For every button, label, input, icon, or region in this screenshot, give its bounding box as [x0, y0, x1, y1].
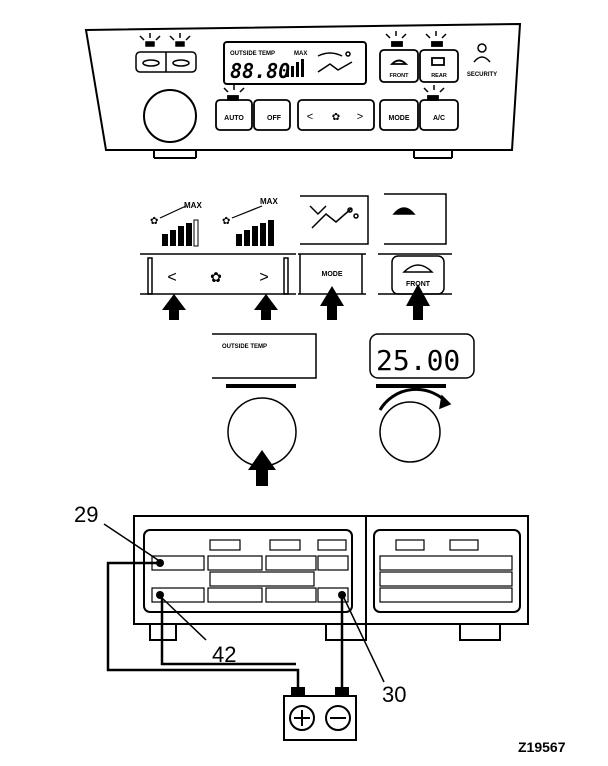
battery-plus-icon: [289, 705, 315, 731]
outside-temp-detail: [212, 333, 317, 467]
fan-level-bars: [286, 59, 304, 77]
off-button-label: OFF: [267, 115, 282, 122]
mode-icon: [309, 205, 353, 229]
fan-level-bars-left: [162, 219, 199, 247]
security-icon: [473, 43, 491, 63]
pin-29-terminal: [156, 559, 164, 567]
arrow-up-icon: [320, 286, 344, 320]
defroster-buttons: [379, 41, 459, 83]
pin-29-label: 29: [74, 502, 98, 527]
outside-temp-value: 88.80: [230, 59, 290, 83]
battery: [283, 687, 357, 741]
fan-left-arrow: <: [307, 111, 313, 123]
mode-detail-box: [300, 195, 369, 245]
indicator-rays: [139, 31, 447, 93]
fan-icon: ✿: [210, 269, 222, 285]
max-label-right: MAX: [260, 197, 278, 206]
fan-level-bars-right: [236, 220, 274, 246]
mode-button-label: MODE: [389, 115, 410, 122]
front-detail-label: FRONT: [406, 281, 431, 288]
detail-right-arrow: >: [259, 269, 268, 286]
fan-icon: ✿: [150, 216, 158, 227]
pin-30-terminal: [338, 591, 346, 599]
fan-speed-detail: [140, 253, 296, 295]
ac-button[interactable]: [419, 99, 459, 131]
temp-display: 25.00: [376, 344, 460, 377]
max-label-left: MAX: [184, 201, 202, 210]
arrow-up-icon: [406, 284, 430, 320]
fan-speed-button[interactable]: [297, 99, 375, 131]
battery-minus-icon: [325, 705, 351, 731]
arrow-up-icon: [162, 294, 186, 320]
arrow-up-icon: [254, 294, 278, 320]
security-label: SECURITY: [467, 72, 497, 78]
mode-detail-label: MODE: [322, 271, 343, 278]
temp-knob-detail-right[interactable]: [379, 401, 441, 463]
defroster-icon: [389, 59, 409, 65]
climate-control-panel: [84, 22, 522, 159]
control-buttons: [215, 95, 459, 131]
leader-lines: [103, 523, 385, 683]
detail-left-arrow: <: [167, 269, 176, 286]
rear-defogger-button[interactable]: [419, 49, 459, 83]
seat-buttons[interactable]: [135, 41, 197, 73]
mode-button[interactable]: [379, 99, 419, 131]
test-wires: [106, 561, 344, 690]
mode-icon: [317, 51, 353, 73]
connector-body: [133, 515, 529, 641]
front-button-label: FRONT: [390, 73, 410, 79]
figure-id: Z19567: [518, 739, 566, 755]
fan-level-detail-right: ✿ MAX: [222, 197, 278, 246]
connector-pins: [156, 559, 346, 599]
fan-right-arrow: >: [357, 111, 363, 123]
connector-cavities: [151, 539, 513, 603]
panel-max-label: MAX: [294, 51, 307, 57]
temp-knob-left[interactable]: [143, 89, 197, 143]
fan-icon: ✿: [222, 216, 230, 227]
pointer-arrows: [162, 284, 430, 486]
off-button[interactable]: [253, 99, 291, 131]
auto-button-label: AUTO: [224, 115, 244, 122]
pin-42-terminal: [156, 591, 164, 599]
arrow-up-icon: [248, 450, 276, 486]
fan-level-detail-left: ✿ MAX: [150, 201, 202, 247]
pin-30-label: 30: [382, 682, 406, 707]
fan-icon: ✿: [332, 112, 340, 123]
outside-temp-detail-label: OUTSIDE TEMP: [222, 344, 267, 350]
defroster-icon: [402, 264, 434, 273]
mode-button-detail: [298, 253, 366, 295]
lcd-display: OUTSIDE TEMP 88.80 MAX: [223, 41, 367, 85]
rear-button-label: REAR: [431, 73, 447, 79]
front-defroster-button[interactable]: [379, 49, 419, 83]
defroster-icon: [392, 207, 416, 215]
front-button-detail: [378, 253, 452, 295]
outside-temp-label: OUTSIDE TEMP: [230, 51, 275, 57]
ac-button-label: A/C: [433, 115, 445, 122]
temp-setting-detail: [369, 333, 475, 463]
rear-defogger-icon: [431, 57, 445, 66]
defroster-detail-box: [384, 193, 447, 245]
